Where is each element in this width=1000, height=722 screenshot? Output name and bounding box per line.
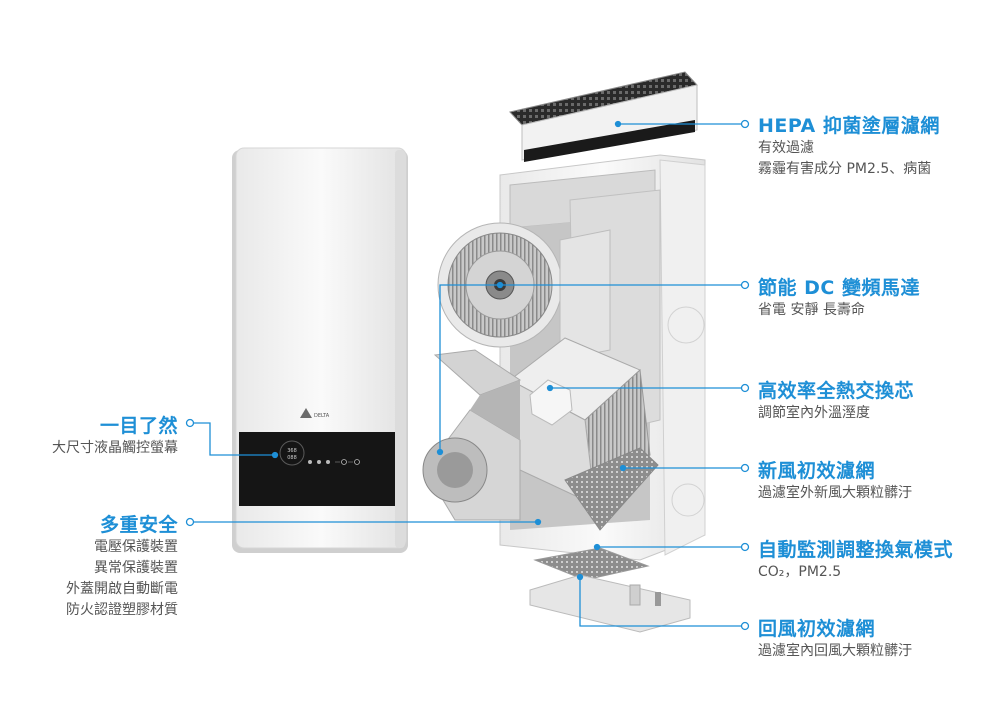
callout-line: 過濾室內回風大顆粒髒汙 [758, 643, 912, 659]
leader-lines [190, 123, 745, 627]
housing-side [659, 159, 706, 556]
readout-top: 368 [287, 448, 297, 454]
callout-line: 有效過濾 [758, 140, 814, 156]
callout-title: 新風初效濾網 [758, 460, 876, 482]
hepa-filter-part [509, 71, 698, 162]
callout-title: HEPA 抑菌塗層濾網 [758, 115, 940, 137]
callout-lcd: 一目了然 大尺寸液晶觸控螢幕 [52, 411, 178, 459]
control-panel [239, 432, 395, 506]
panel-button-icon [326, 460, 330, 464]
dc-motor-fan [437, 222, 611, 361]
callout-line: 異常保護裝置 [94, 560, 178, 576]
callout-title: 高效率全熱交換芯 [758, 380, 915, 402]
lcd-display[interactable]: 368 088 [279, 440, 305, 466]
leader-motor-branch [439, 284, 500, 452]
callout-line: CO₂，PM2.5 [758, 564, 842, 580]
callout-title: 自動監測調整換氣模式 [758, 539, 954, 561]
callout-line: 防火認證塑膠材質 [66, 602, 178, 618]
panel-button-icon [341, 459, 347, 465]
leader-dots [185, 119, 750, 631]
internal-unit [422, 71, 706, 633]
callout-line: 外蓋開啟自動斷電 [66, 581, 178, 597]
front-device: DELTA 368 088 [232, 147, 408, 553]
callout-return: 回風初效濾網 過濾室內回風大顆粒髒汙 [758, 614, 912, 662]
duct-port [671, 483, 705, 517]
callout-title: 一目了然 [99, 415, 178, 437]
panel-button-icon [317, 460, 321, 464]
callout-hepa: HEPA 抑菌塗層濾網 有效過濾 霧霾有害成分 PM2.5、病菌 [758, 111, 940, 180]
duct-port [667, 306, 705, 344]
callout-motor: 節能 DC 變頻馬達 省電 安靜 長壽命 [758, 273, 920, 321]
panel-buttons[interactable] [308, 459, 360, 465]
callout-title: 回風初效濾網 [758, 618, 876, 640]
callout-line: 省電 安靜 長壽命 [758, 302, 865, 318]
callout-line: 調節室內外溫溼度 [758, 405, 870, 421]
callout-line: 大尺寸液晶觸控螢幕 [52, 440, 178, 456]
panel-button-icon [354, 459, 360, 465]
callout-line: 電壓保護裝置 [94, 539, 178, 555]
delta-logo: DELTA [300, 408, 330, 419]
callout-title: 多重安全 [99, 514, 178, 536]
callout-fresh: 新風初效濾網 過濾室外新風大顆粒髒汙 [758, 456, 912, 504]
callout-core: 高效率全熱交換芯 調節室內外溫溼度 [758, 376, 914, 424]
return-filter-part [529, 547, 691, 633]
callout-line: 霧霾有害成分 PM2.5、病菌 [758, 161, 932, 177]
device-side-edge [395, 150, 405, 548]
svg-text:DELTA: DELTA [314, 413, 330, 419]
lower-fan [422, 349, 522, 521]
callout-title: 節能 DC 變頻馬達 [758, 277, 920, 299]
leader-lcd [190, 422, 275, 456]
panel-button-icon [308, 460, 312, 464]
callout-auto: 自動監測調整換氣模式 CO₂，PM2.5 [758, 535, 953, 583]
callout-line: 過濾室外新風大顆粒髒汙 [758, 485, 912, 501]
leader-return [579, 577, 745, 627]
readout-bottom: 088 [287, 455, 297, 461]
callout-safety: 多重安全 電壓保護裝置 異常保護裝置 外蓋開啟自動斷電 防火認證塑膠材質 [66, 510, 178, 621]
